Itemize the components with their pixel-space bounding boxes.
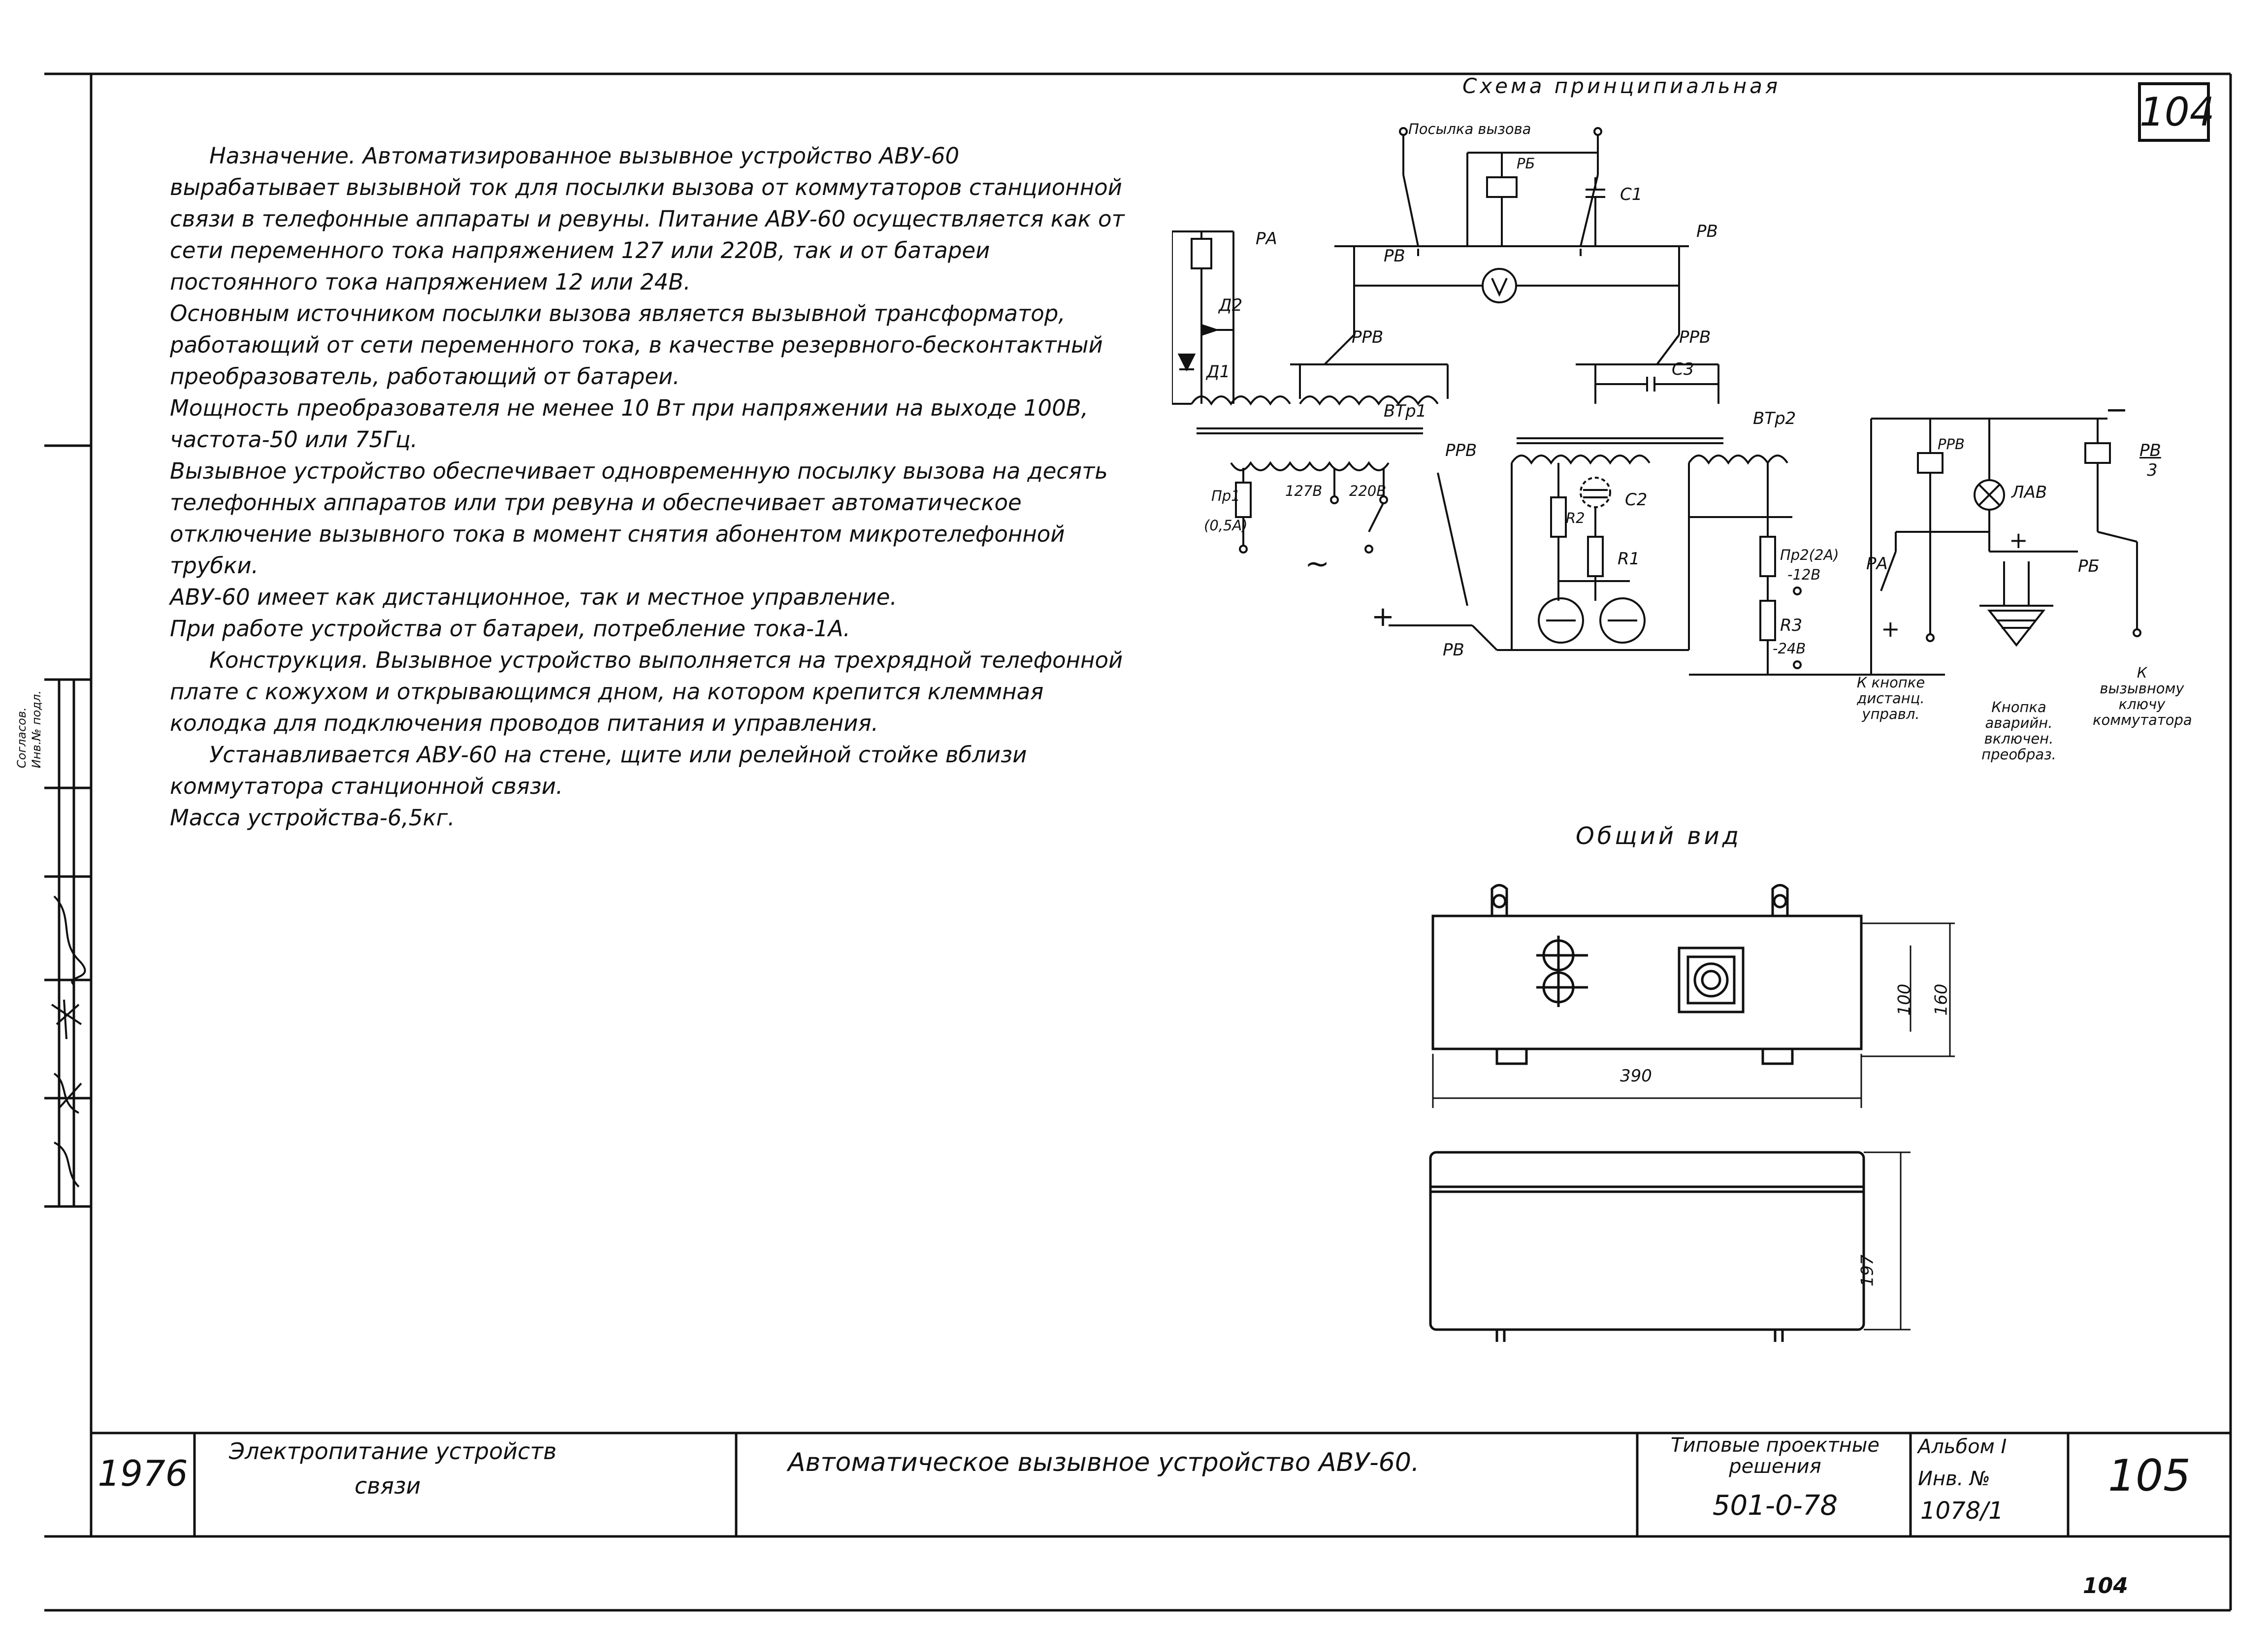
label-lav: ЛАВ (2011, 483, 2047, 502)
dim-160: 160 (1931, 983, 1951, 1016)
label-rrv-right: РРВ (1679, 327, 1711, 347)
tb-year: 1976 (97, 1453, 188, 1494)
tb-section-line2: связи (355, 1472, 421, 1499)
desc-power: Мощность преобразователя не менее 10 Вт … (170, 395, 1088, 453)
label-plus-right1: + (1881, 616, 1900, 642)
tb-doc-number: 501-0-78 (1712, 1490, 1838, 1522)
desc-consumption: При работе устройства от батареи, потреб… (170, 616, 850, 642)
desc-installation: Устанавливается АВУ-60 на стене, щите ил… (170, 742, 1027, 799)
label-plus-left: + (1371, 601, 1394, 633)
label-minus24: -24В (1773, 640, 1806, 657)
label-d1: Д1 (1206, 362, 1231, 382)
dim-390: 390 (1620, 1066, 1652, 1086)
label-rb-contact: РБ (2078, 556, 2100, 576)
label-rrv-left: РРВ (1352, 327, 1384, 347)
schematic-title: Схема принципиальная (1462, 74, 1781, 98)
label-rv-bottom: РВ (1443, 640, 1464, 660)
label-minus12: -12В (1787, 566, 1821, 583)
margin-signatures (51, 895, 86, 1188)
tb-sheet-number: 105 (2108, 1450, 2191, 1501)
description-text: Назначение. Автоматизированное вызывное … (170, 140, 1130, 834)
schematic-diagram (1172, 127, 2141, 676)
tb-title: Автоматическое вызывное устройство АВУ-6… (788, 1448, 1420, 1477)
label-plus-right2: + (2009, 527, 2028, 554)
label-pr2: Пр2(2А) (1780, 547, 1839, 563)
label-rrv-mid: РРВ (1445, 441, 1477, 460)
page-number-box: 104 (2139, 89, 2215, 135)
label-ra-contact: РА (1866, 554, 1888, 574)
dim-197: 197 (1857, 1254, 1878, 1287)
label-pr1: Пр1 (1211, 488, 1240, 504)
desc-control: АВУ-60 имеет как дистанционное, так и ме… (170, 584, 897, 610)
label-127v: 127В (1285, 483, 1323, 499)
label-posylka: Посылка вызова (1408, 121, 1531, 137)
desc-capacity: Вызывное устройство обеспечивает одновре… (170, 458, 1108, 579)
desc-purpose: Назначение. Автоматизированное вызывное … (170, 143, 1125, 295)
label-ac-tilde: ~ (1305, 547, 1330, 581)
general-view-drawing (1429, 884, 1955, 1342)
note-emergency-button: Кнопка аварийн. включен. преобраз. (1981, 699, 2056, 763)
note-remote-button: К кнопке дистанц. управл. (1856, 674, 1925, 722)
page-number-bottom: 104 (2083, 1573, 2128, 1598)
label-rv-left: РВ (1384, 246, 1405, 266)
label-rv3-bottom: 3 (2147, 460, 2158, 480)
desc-construction: Конструкция. Вызывное устройство выполня… (170, 647, 1123, 736)
label-vtr1: ВТр1 (1384, 401, 1427, 421)
label-220v: 220В (1349, 483, 1387, 499)
label-rv-right: РВ (1696, 222, 1718, 241)
label-c2: С2 (1625, 490, 1648, 510)
desc-main-source: Основным источником посылки вызова являе… (170, 300, 1103, 390)
desc-mass: Масса устройства-6,5кг. (170, 805, 455, 831)
tb-inv-number: 1078/1 (1920, 1497, 2004, 1525)
label-vtr2: ВТр2 (1753, 409, 1796, 428)
label-rv3-top: РВ (2139, 441, 2161, 460)
label-d2: Д2 (1219, 295, 1243, 315)
label-r3: R3 (1780, 616, 1803, 635)
margin-stamp-agreed: Согласов. (15, 707, 29, 768)
label-c3: С3 (1672, 359, 1694, 379)
label-ra: РА (1256, 229, 1277, 249)
label-c1: С1 (1620, 185, 1643, 204)
label-r2: R2 (1566, 510, 1585, 526)
label-minus-top: − (2105, 394, 2128, 426)
margin-stamp-inventory: Инв.№ подл. (30, 690, 43, 768)
tb-section-line1: Электропитание устройств (229, 1438, 557, 1465)
tb-typical-line1: Типовые проектные (1671, 1434, 1879, 1457)
note-call-key: К вызывному ключу коммутатора (2093, 664, 2192, 728)
label-rrv-relay: РРВ (1938, 436, 1965, 453)
label-r1: R1 (1618, 549, 1640, 569)
label-rb: РБ (1517, 155, 1535, 172)
label-pr1-rating: (0,5А) (1204, 517, 1248, 534)
tb-album: Альбом I (1918, 1435, 2007, 1458)
tb-inv-label: Инв. № (1918, 1467, 1990, 1490)
dim-100: 100 (1894, 983, 1914, 1016)
general-view-title: Общий вид (1576, 822, 1742, 850)
tb-typical-line2: решения (1729, 1455, 1821, 1478)
